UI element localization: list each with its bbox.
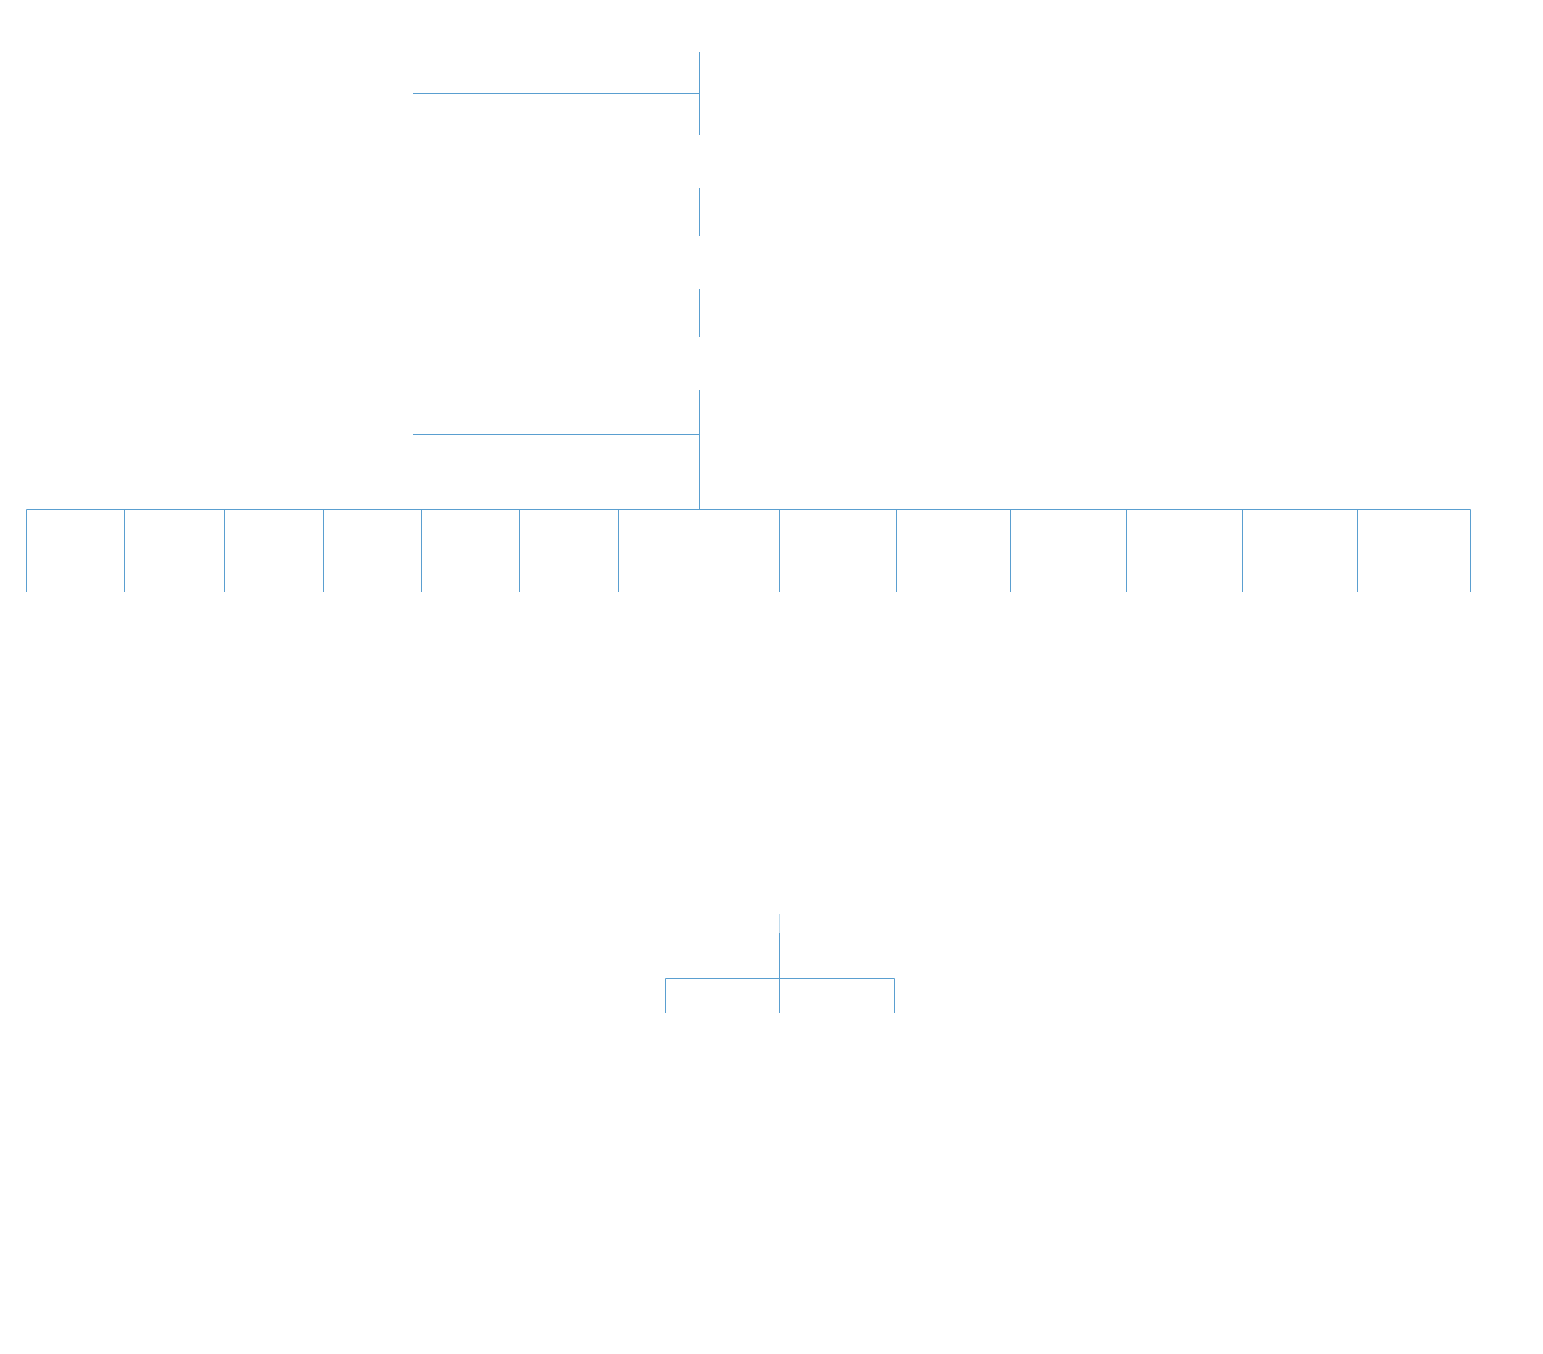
level-two-drop-lines	[26, 509, 1471, 592]
top-spine-group	[413, 52, 700, 509]
level-two-connectors	[26, 509, 1471, 592]
lower-group-connectors	[665, 914, 895, 1013]
